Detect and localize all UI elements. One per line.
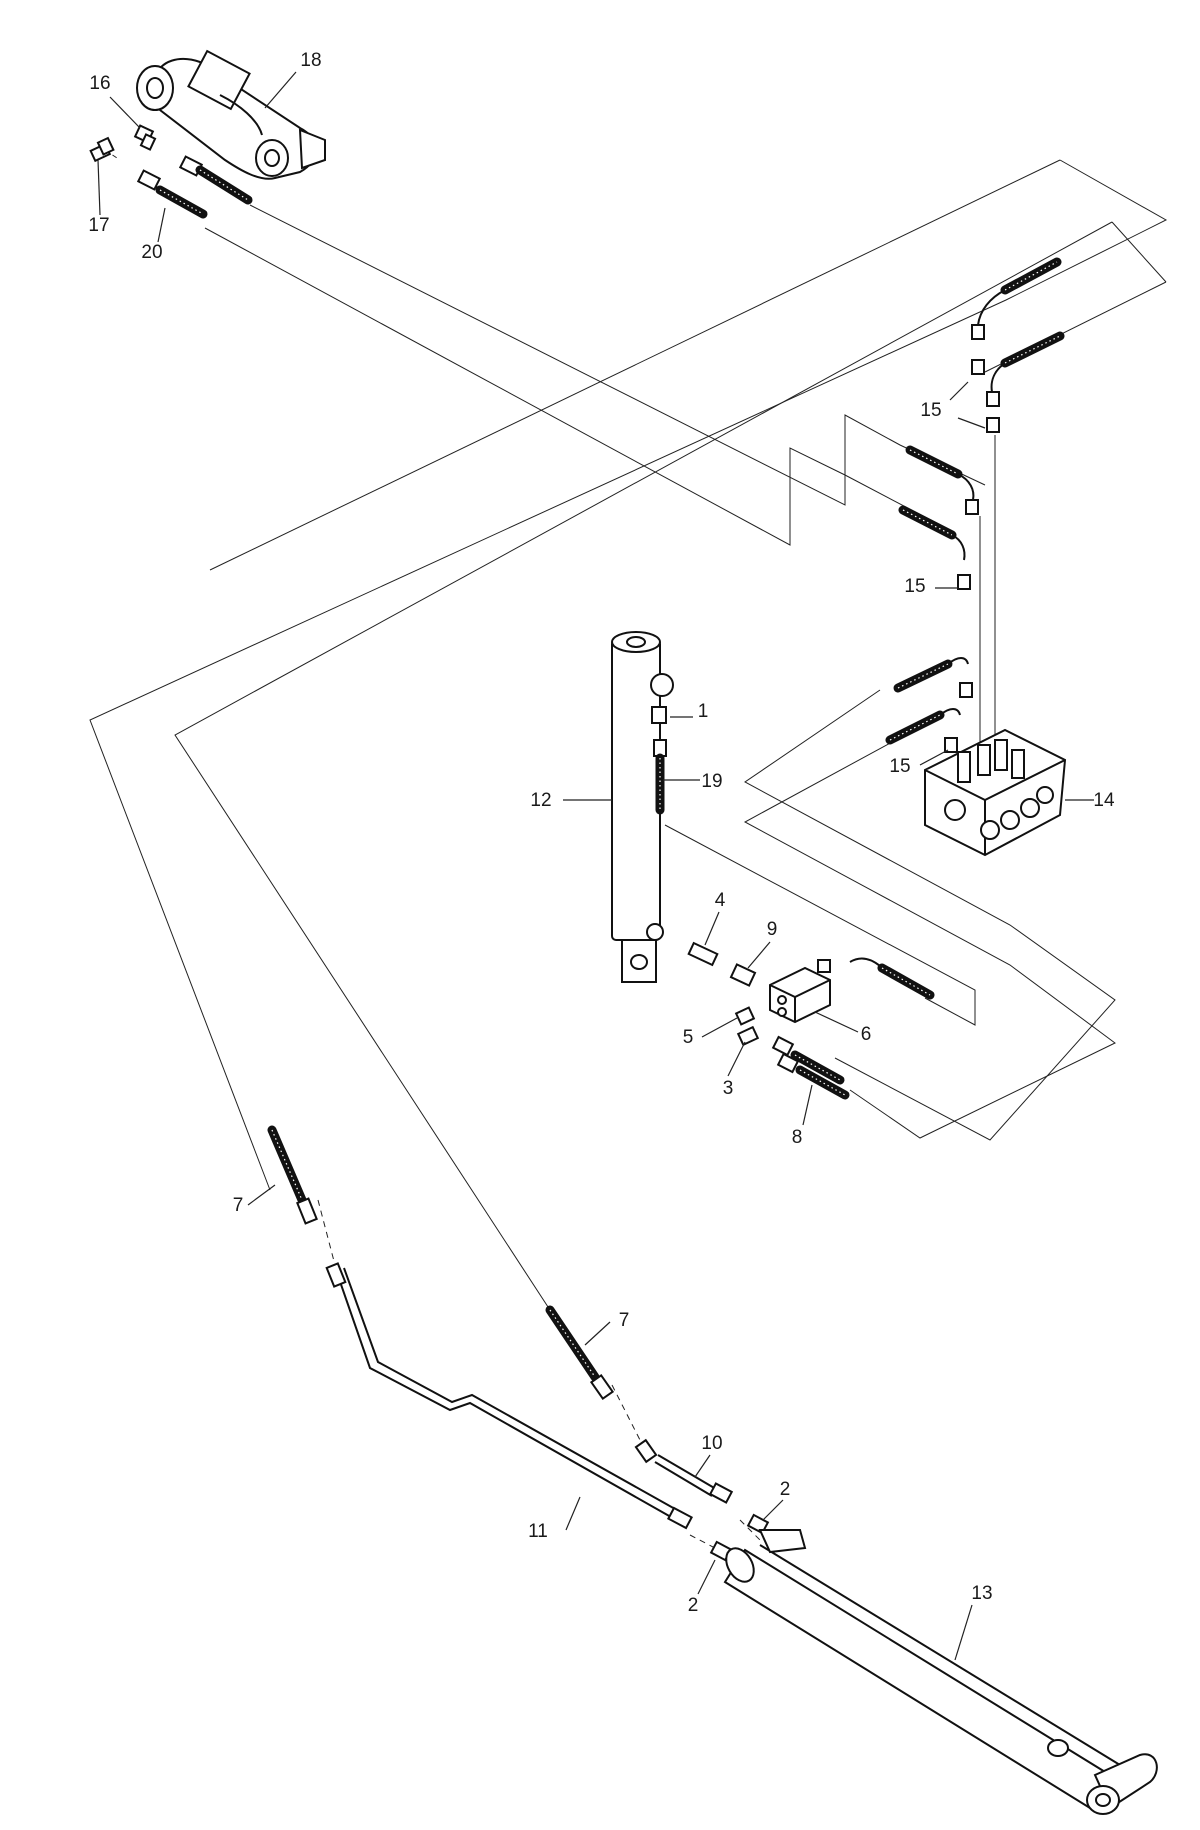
- callout-c6: 6: [861, 1024, 872, 1045]
- upper-right-hoses: [898, 257, 1065, 590]
- routing-lines: [89, 149, 1168, 1549]
- callout-c15a: 15: [920, 400, 941, 421]
- callout-c15c: 15: [889, 756, 910, 777]
- callout-c4: 4: [715, 890, 726, 911]
- callout-c9: 9: [767, 919, 778, 940]
- callout-c20: 20: [141, 242, 162, 263]
- callout-c12: 12: [530, 790, 551, 811]
- component-17: [89, 136, 115, 163]
- valve-hoses: [885, 657, 973, 753]
- component-7-left: [267, 1125, 318, 1225]
- component-2-upper: [746, 1513, 770, 1535]
- callout-c7b: 7: [619, 1310, 630, 1331]
- callout-c2a: 2: [780, 1479, 791, 1500]
- component-7-right: [545, 1305, 615, 1401]
- component-19: [653, 739, 667, 815]
- component-12: [611, 631, 674, 983]
- callout-c19: 19: [701, 771, 722, 792]
- component-18: [136, 49, 326, 180]
- top-left-assembly: [89, 49, 326, 219]
- callout-c11: 11: [528, 1521, 548, 1542]
- callout-c18: 18: [300, 50, 321, 71]
- leader-lines: [97, 71, 1094, 1661]
- upper-hose: [178, 155, 253, 205]
- callout-c2b: 2: [688, 1595, 699, 1616]
- component-14: [924, 728, 1067, 857]
- callout-c10: 10: [701, 1433, 722, 1454]
- component-3: [736, 1025, 760, 1047]
- callout-c14: 14: [1093, 790, 1115, 811]
- component-8: [771, 1035, 850, 1100]
- callout-c3: 3: [723, 1078, 734, 1099]
- component-16: [133, 124, 157, 151]
- callout-c13: 13: [971, 1583, 992, 1604]
- component-4: [687, 941, 719, 967]
- callout-c17: 17: [88, 215, 109, 236]
- callout-c8: 8: [792, 1127, 803, 1148]
- component-6: [769, 959, 831, 1024]
- component-11: [325, 1262, 693, 1530]
- component-13: [723, 1529, 1158, 1815]
- component-9: [729, 963, 757, 987]
- component-10: [634, 1438, 734, 1504]
- component-20: [136, 169, 208, 219]
- block-outlet-hose: [849, 957, 935, 1000]
- callout-c16: 16: [89, 73, 110, 94]
- callout-c1: 1: [698, 701, 709, 722]
- callout-c7a: 7: [233, 1195, 244, 1216]
- component-1: [651, 706, 667, 724]
- component-5: [734, 1006, 756, 1026]
- callout-c5: 5: [683, 1027, 694, 1048]
- callout-c15b: 15: [904, 576, 925, 597]
